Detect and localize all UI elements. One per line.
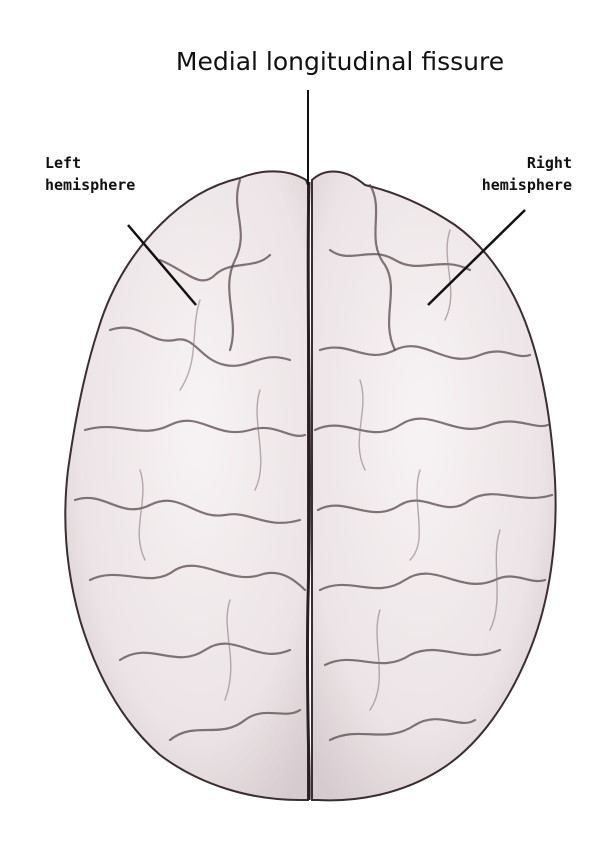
left-hemisphere-label-2: hemisphere [45,176,135,194]
right-hemisphere [311,170,557,802]
left-leader-line [127,224,197,306]
right-hemisphere-label: Right [527,154,572,172]
right-leader-line [427,209,526,306]
title-label: Medial longitudinal fissure [176,47,504,76]
right-hemisphere-label-2: hemisphere [482,176,572,194]
left-hemisphere [64,170,309,801]
medial-fissure [305,181,311,801]
left-hemisphere-label: Left [45,154,81,172]
